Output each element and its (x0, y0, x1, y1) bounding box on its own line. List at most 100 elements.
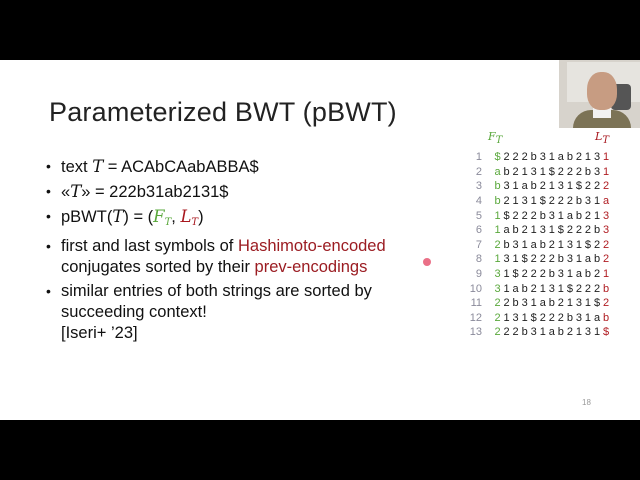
symbol-cell: b (575, 209, 582, 222)
symbol-cell: 3 (530, 165, 537, 178)
symbol-cell: 1 (512, 180, 519, 193)
l-symbol-cell: 1 (603, 151, 610, 164)
f-symbol-cell: $ (494, 151, 501, 164)
laser-pointer-dot (423, 258, 431, 266)
row-number: 2 (475, 165, 482, 178)
symbol-cell: b (539, 238, 546, 251)
l-symbol-cell: 2 (603, 253, 610, 266)
symbol-cell: 2 (530, 282, 537, 295)
f-symbol-cell: 1 (494, 209, 501, 222)
symbol-cell: 2 (557, 165, 564, 178)
bullet-hashimoto: first and last symbols of Hashimoto-enco… (44, 236, 424, 278)
symbol-cell: 3 (539, 224, 546, 237)
l-symbol-cell: a (603, 195, 610, 208)
symbol-cell: 1 (530, 224, 537, 237)
symbol-cell: 1 (575, 253, 582, 266)
f-symbol-cell: a (494, 165, 501, 178)
symbol-cell: b (512, 297, 519, 310)
highlight-hashimoto: Hashimoto-encoded (237, 237, 386, 255)
symbol-cell: $ (584, 238, 592, 251)
bullet-encoded-text: «T» = 222b31ab2131$ (44, 181, 424, 203)
f-symbol-cell: 2 (494, 311, 501, 324)
symbol-cell: 3 (566, 253, 573, 266)
symbol-cell: $ (593, 297, 601, 310)
symbol-cell: b (512, 224, 519, 237)
symbol-cell: 2 (539, 180, 546, 193)
symbol-cell: 3 (503, 180, 510, 193)
symbol-cell: 2 (503, 326, 510, 339)
symbol-cell: a (584, 253, 592, 266)
symbol-cell: b (566, 311, 573, 324)
symbol-cell: 2 (530, 253, 537, 266)
row-number: 4 (475, 195, 482, 208)
symbol-cell: b (566, 151, 573, 164)
symbol-cell: 2 (557, 311, 564, 324)
symbol-cell: 2 (503, 297, 510, 310)
symbol-cell: 2 (566, 165, 573, 178)
l-symbol-cell: b (603, 311, 610, 324)
symbol-cell: 3 (548, 209, 555, 222)
symbol-cell: 1 (539, 282, 546, 295)
symbol-cell: $ (503, 209, 510, 222)
citation: [Iseri+ ’23] (61, 324, 138, 342)
symbol-cell: 1 (557, 238, 564, 251)
table-header: FT LT (488, 130, 613, 146)
symbol-cell: 1 (566, 268, 573, 281)
symbol-cell: 3 (557, 268, 564, 281)
symbol-cell: 1 (566, 180, 573, 193)
slide: Parameterized BWT (pBWT) text T = ACAbCA… (0, 60, 640, 420)
symbol-cell: 2 (512, 151, 519, 164)
symbol-cell: 2 (575, 224, 582, 237)
symbol-cell: 2 (557, 195, 564, 208)
f-symbol-cell: 2 (494, 326, 501, 339)
l-symbol-cell: b (603, 282, 610, 295)
symbol-cell: b (584, 268, 592, 281)
f-symbol-cell: 1 (494, 224, 501, 237)
symbol-cell: b (503, 238, 510, 251)
symbol-cell: 3 (584, 326, 592, 339)
symbol-cell: $ (512, 268, 519, 281)
symbol-cell: b (593, 224, 601, 237)
symbol-cell: 2 (593, 238, 601, 251)
symbol-cell: 1 (530, 195, 537, 208)
symbol-cell: $ (566, 282, 573, 295)
bullet-similar-entries: similar entries of both strings are sort… (44, 281, 424, 344)
symbol-cell: a (512, 282, 519, 295)
symbol-cell: $ (557, 224, 564, 237)
symbol-cell: 1 (539, 326, 546, 339)
f-symbol-cell: 3 (494, 268, 501, 281)
symbol-cell: 1 (566, 297, 573, 310)
symbol-cell: 2 (530, 209, 537, 222)
symbol-cell: 1 (530, 297, 537, 310)
symbol-cell: a (521, 180, 528, 193)
symbol-cell: 2 (584, 282, 592, 295)
symbol-cell: 2 (575, 165, 582, 178)
symbol-cell: 3 (584, 195, 592, 208)
symbol-cell: 2 (503, 151, 510, 164)
row-number: 1 (475, 151, 482, 164)
symbol-cell: 1 (503, 268, 510, 281)
symbol-cell: 2 (539, 311, 546, 324)
symbol-cell: b (557, 326, 564, 339)
symbol-cell: 3 (521, 297, 528, 310)
symbol-cell: a (548, 326, 555, 339)
symbol-cell: 3 (575, 311, 582, 324)
symbol-cell: 1 (575, 326, 582, 339)
highlight-prev-encodings: prev-encodings (254, 258, 368, 276)
symbol-cell: 2 (593, 180, 601, 193)
symbol-cell: a (566, 209, 573, 222)
slide-title: Parameterized BWT (pBWT) (49, 97, 397, 127)
l-symbol-cell: 2 (603, 297, 610, 310)
symbol-cell: 1 (593, 326, 601, 339)
header-l: LT (595, 130, 609, 146)
symbol-cell: 2 (566, 326, 573, 339)
